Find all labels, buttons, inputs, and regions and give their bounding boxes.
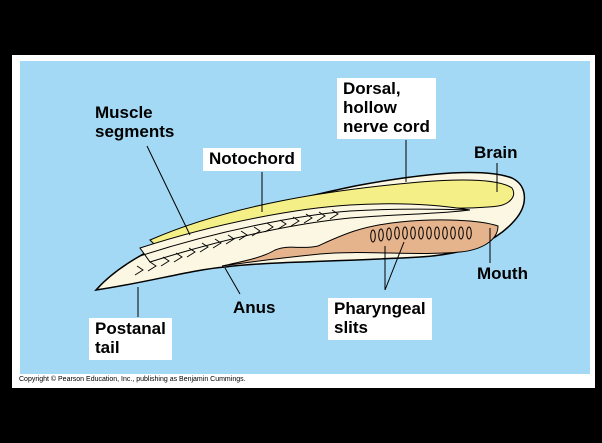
label-postanal-tail: Postanal tail — [89, 318, 172, 360]
label-mouth: Mouth — [477, 264, 528, 283]
label-muscle-segments: Muscle segments — [95, 103, 174, 141]
copyright-text: Copyright © Pearson Education, Inc., pub… — [19, 376, 246, 383]
label-pharyngeal-slits: Pharyngeal slits — [328, 298, 432, 340]
label-anus: Anus — [233, 298, 276, 317]
label-notochord: Notochord — [203, 148, 301, 171]
label-brain: Brain — [474, 143, 517, 162]
label-dorsal-nerve-cord: Dorsal, hollow nerve cord — [337, 78, 436, 139]
